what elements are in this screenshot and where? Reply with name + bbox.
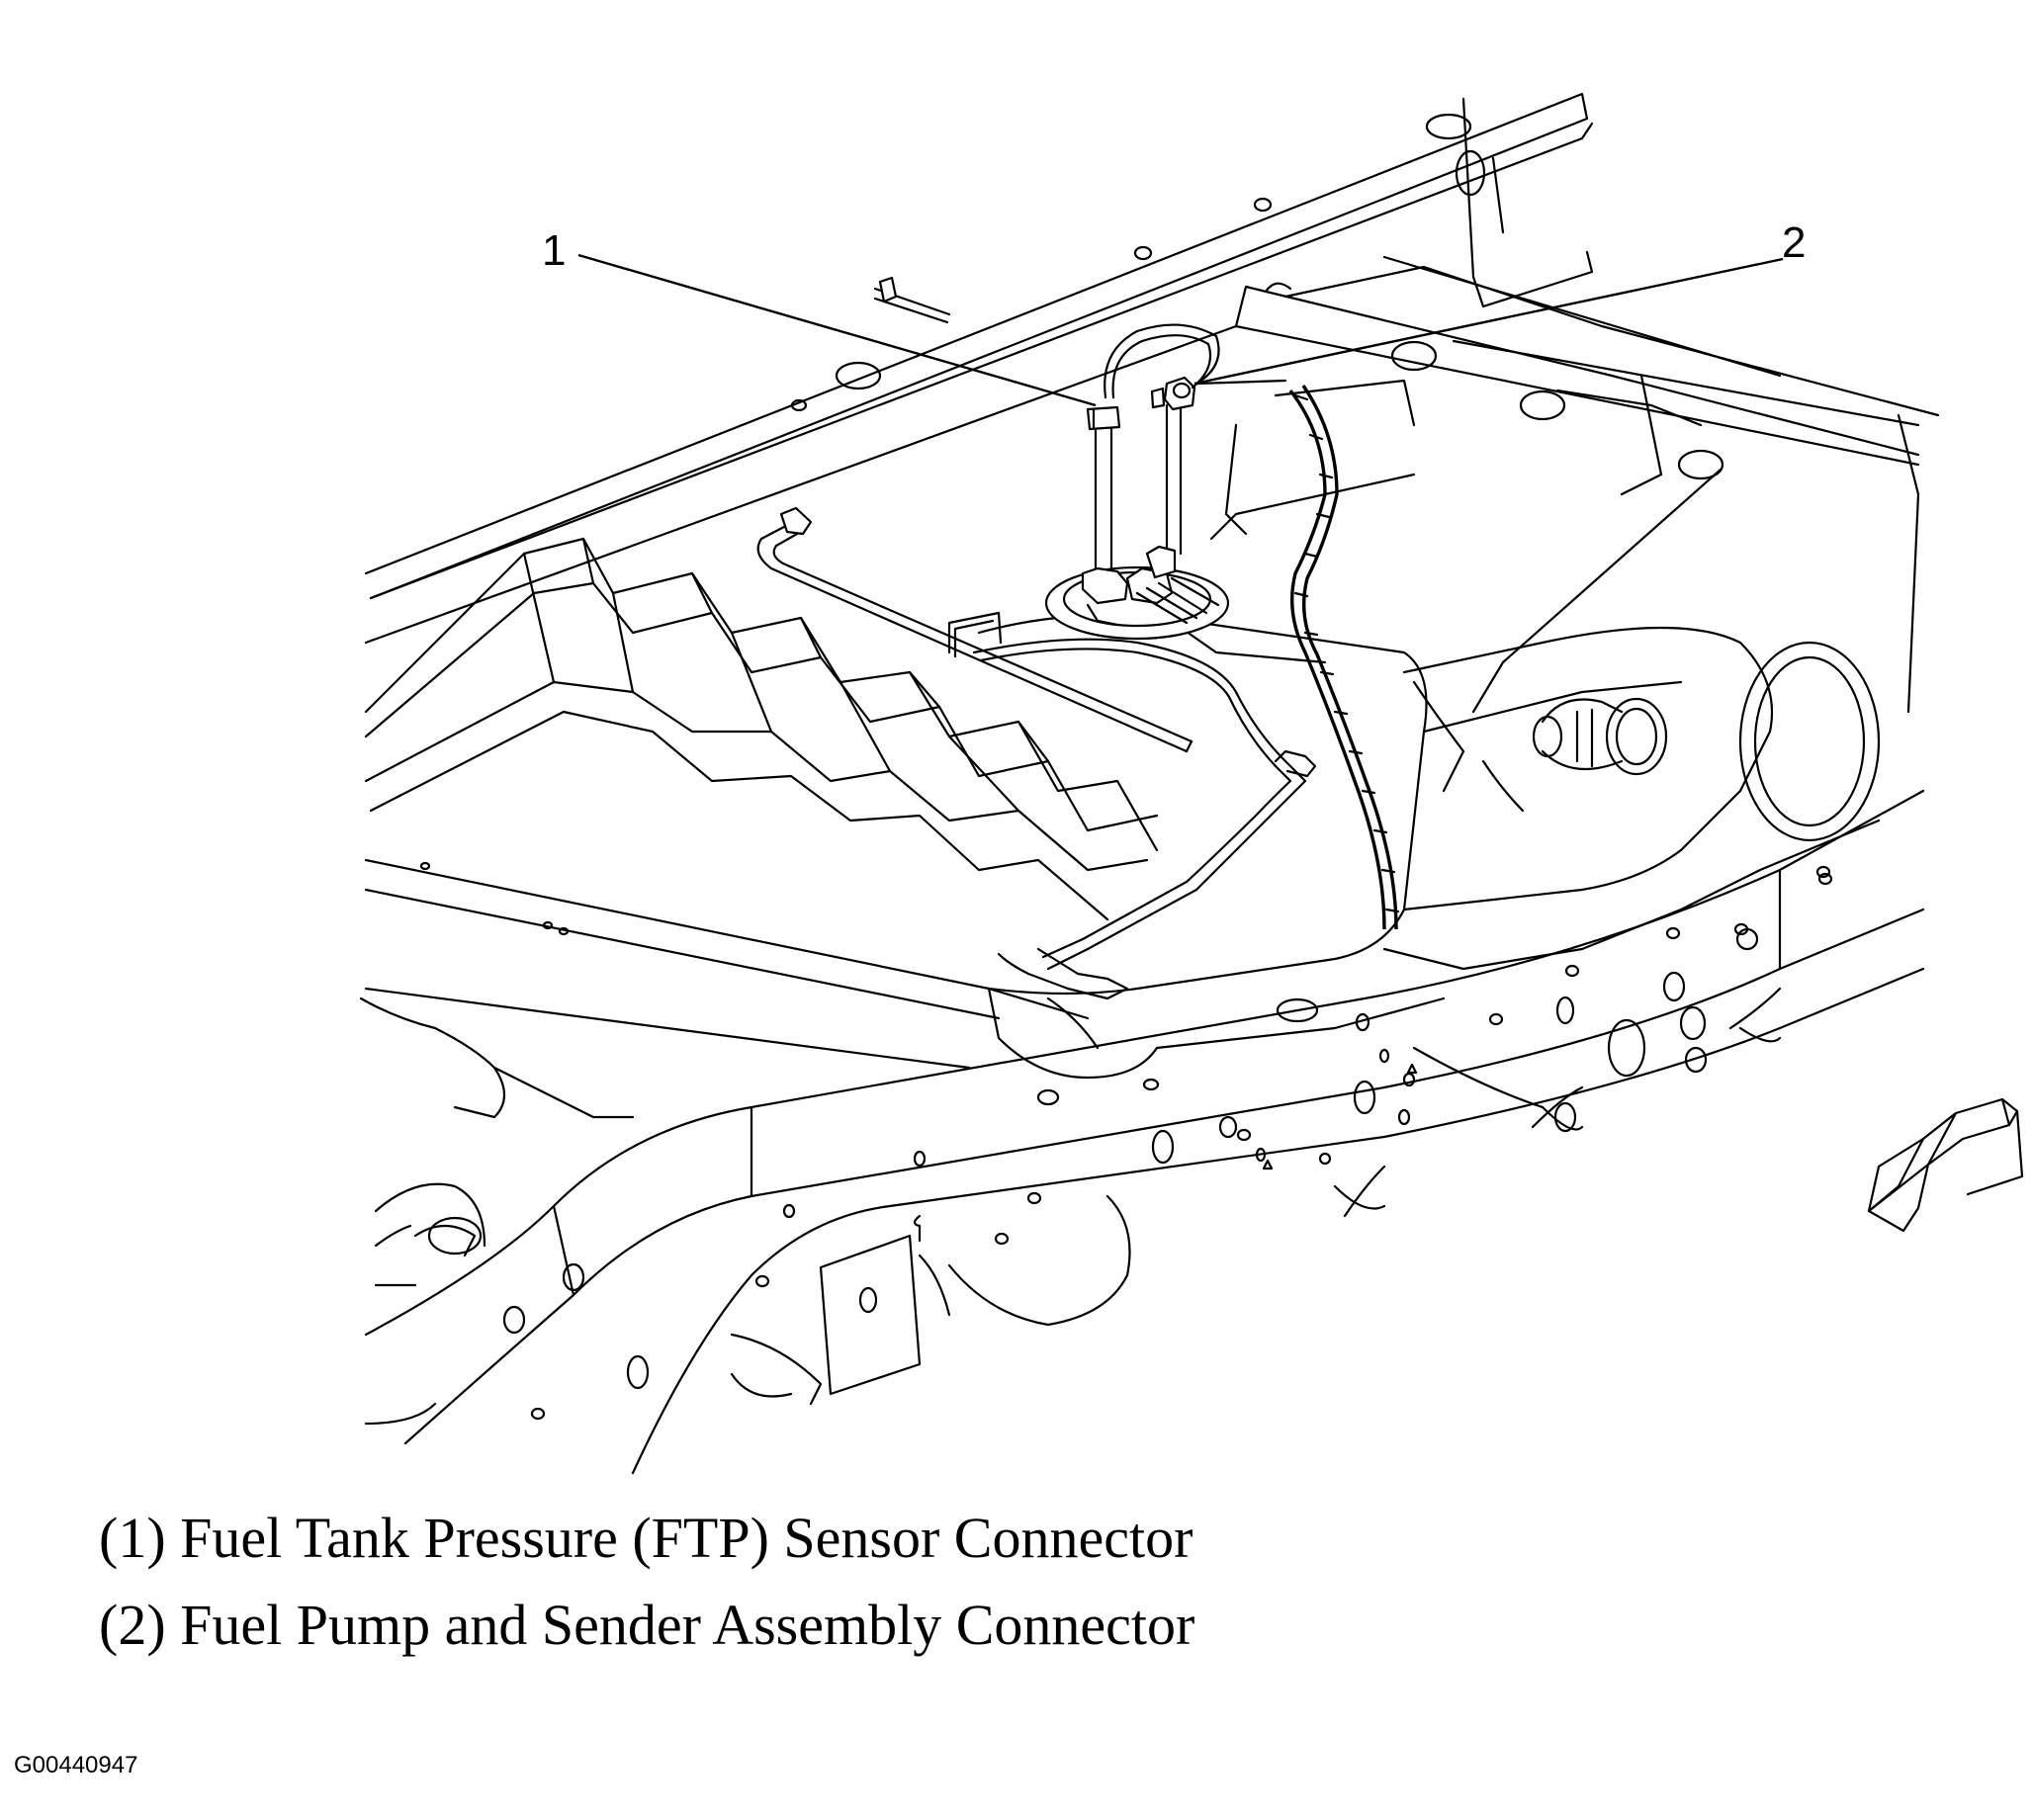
- ftp-sensor-connector: [1088, 407, 1119, 429]
- callout-leaders: 1 2: [542, 218, 1806, 405]
- callout-number-1: 1: [542, 226, 566, 275]
- legend-item-ftp-sensor-connector: (1) Fuel Tank Pressure (FTP) Sensor Conn…: [99, 1506, 1193, 1570]
- fuel-pump-sender-connector: [1152, 378, 1194, 409]
- fuel-pump-sender-module: [1046, 403, 1228, 639]
- figure-id: G00440947: [14, 1752, 138, 1778]
- floor-panels: [366, 257, 1938, 712]
- fuel-tank: [979, 615, 1879, 1107]
- fuel-lines: [758, 508, 1315, 998]
- upper-frame-rail: [366, 94, 1592, 598]
- front-direction-arrow-icon: [1869, 1099, 2022, 1231]
- lower-frame-rail: [366, 791, 1923, 1473]
- wiring-harness: [1104, 325, 1398, 929]
- callout-number-2: 2: [1782, 218, 1806, 267]
- legend-item-fuel-pump-sender-connector: (2) Fuel Pump and Sender Assembly Connec…: [99, 1593, 1195, 1657]
- heat-shield-corrugated-panel: [361, 539, 1157, 1117]
